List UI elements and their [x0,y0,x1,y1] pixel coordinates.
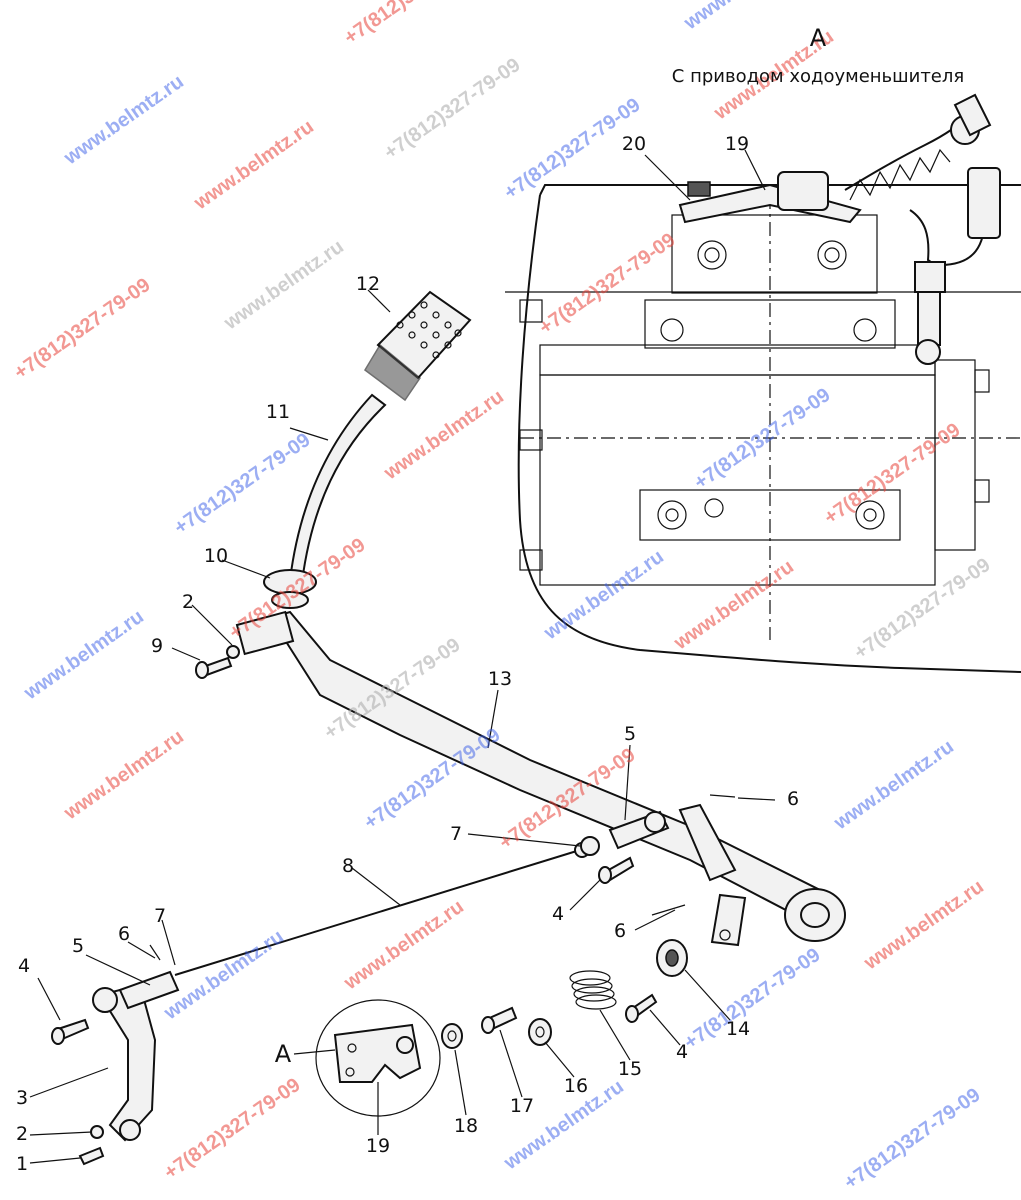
watermark-phone: +7(812)327-79-09 [380,54,524,164]
watermark-site: www.belmtz.ru [189,116,317,215]
watermark-site: www.belmtz.ru [669,556,797,655]
callout-12: 12 [356,273,380,295]
inset-label-a: A [275,1040,292,1068]
callout-3: 3 [16,1087,28,1109]
watermark-site: www.belmtz.ru [679,0,807,35]
watermark-phone: +7(812)327-79-09 [680,944,824,1054]
watermark-site: www.belmtz.ru [339,896,467,995]
callout-13: 13 [488,668,512,690]
part-callouts: 12 11 10 2 9 13 5 6 7 8 4 6 7 6 5 4 3 2 … [16,133,799,1175]
watermark-phone: +7(812)327-79-09 [690,384,834,494]
callout-4-middle: 4 [552,903,564,925]
watermark-site: www.belmtz.ru [159,926,287,1025]
callout-2-top: 2 [182,591,194,613]
callout-2-bottom: 2 [16,1123,28,1145]
callout-1: 1 [16,1153,28,1175]
callout-15: 15 [618,1058,642,1080]
watermark-phone: +7(812)327-79-09 [850,554,994,664]
callout-4-right: 4 [676,1041,688,1063]
watermark-site: www.belmtz.ru [859,876,987,975]
watermark-phone: +7(812)327-79-09 [160,1074,304,1184]
callout-7-left: 7 [154,905,166,927]
watermark-site: www.belmtz.ru [829,736,957,835]
callout-7-right: 7 [450,823,462,845]
callout-16: 16 [564,1075,588,1097]
callout-9: 9 [151,635,163,657]
callout-19-view-a: 19 [725,133,749,155]
callout-20: 20 [622,133,646,155]
callout-18: 18 [454,1115,478,1137]
pedal-assembly [29,149,846,1166]
watermark-phone: +7(812)327-79-09 [340,0,484,49]
callout-6-middle: 6 [614,920,626,942]
watermark-site: www.belmtz.ru [59,726,187,825]
watermark-phone: +7(812)327-79-09 [10,274,154,384]
callout-10: 10 [204,545,228,567]
watermark-phone: +7(812)327-79-09 [820,419,964,529]
callout-6-right: 6 [787,788,799,810]
watermark-phone: +7(812)327-79-09 [535,229,679,339]
watermark-site: www.belmtz.ru [19,606,147,705]
view-a-caption: С приводом ходоуменьшителя [672,66,964,87]
callout-17: 17 [510,1095,534,1117]
callout-14: 14 [726,1018,750,1040]
watermark-phone: +7(812)327-79-09 [170,429,314,539]
callout-5-right: 5 [624,723,636,745]
watermark-site: www.belmtz.ru [219,236,347,335]
callout-11: 11 [266,401,290,423]
watermark-site: www.belmtz.ru [59,71,187,170]
callout-6-left: 6 [118,923,130,945]
callout-8: 8 [342,855,354,877]
view-a-letter: A [810,24,827,52]
view-a-drawing [505,93,1021,673]
callout-19-inset: 19 [366,1135,390,1157]
watermark-site: www.belmtz.ru [379,386,507,485]
callout-4-left: 4 [18,955,30,977]
watermark-site: www.belmtz.ru [539,546,667,645]
callout-5-left: 5 [72,935,84,957]
watermark-phone: +7(812)327-79-09 [840,1084,984,1194]
